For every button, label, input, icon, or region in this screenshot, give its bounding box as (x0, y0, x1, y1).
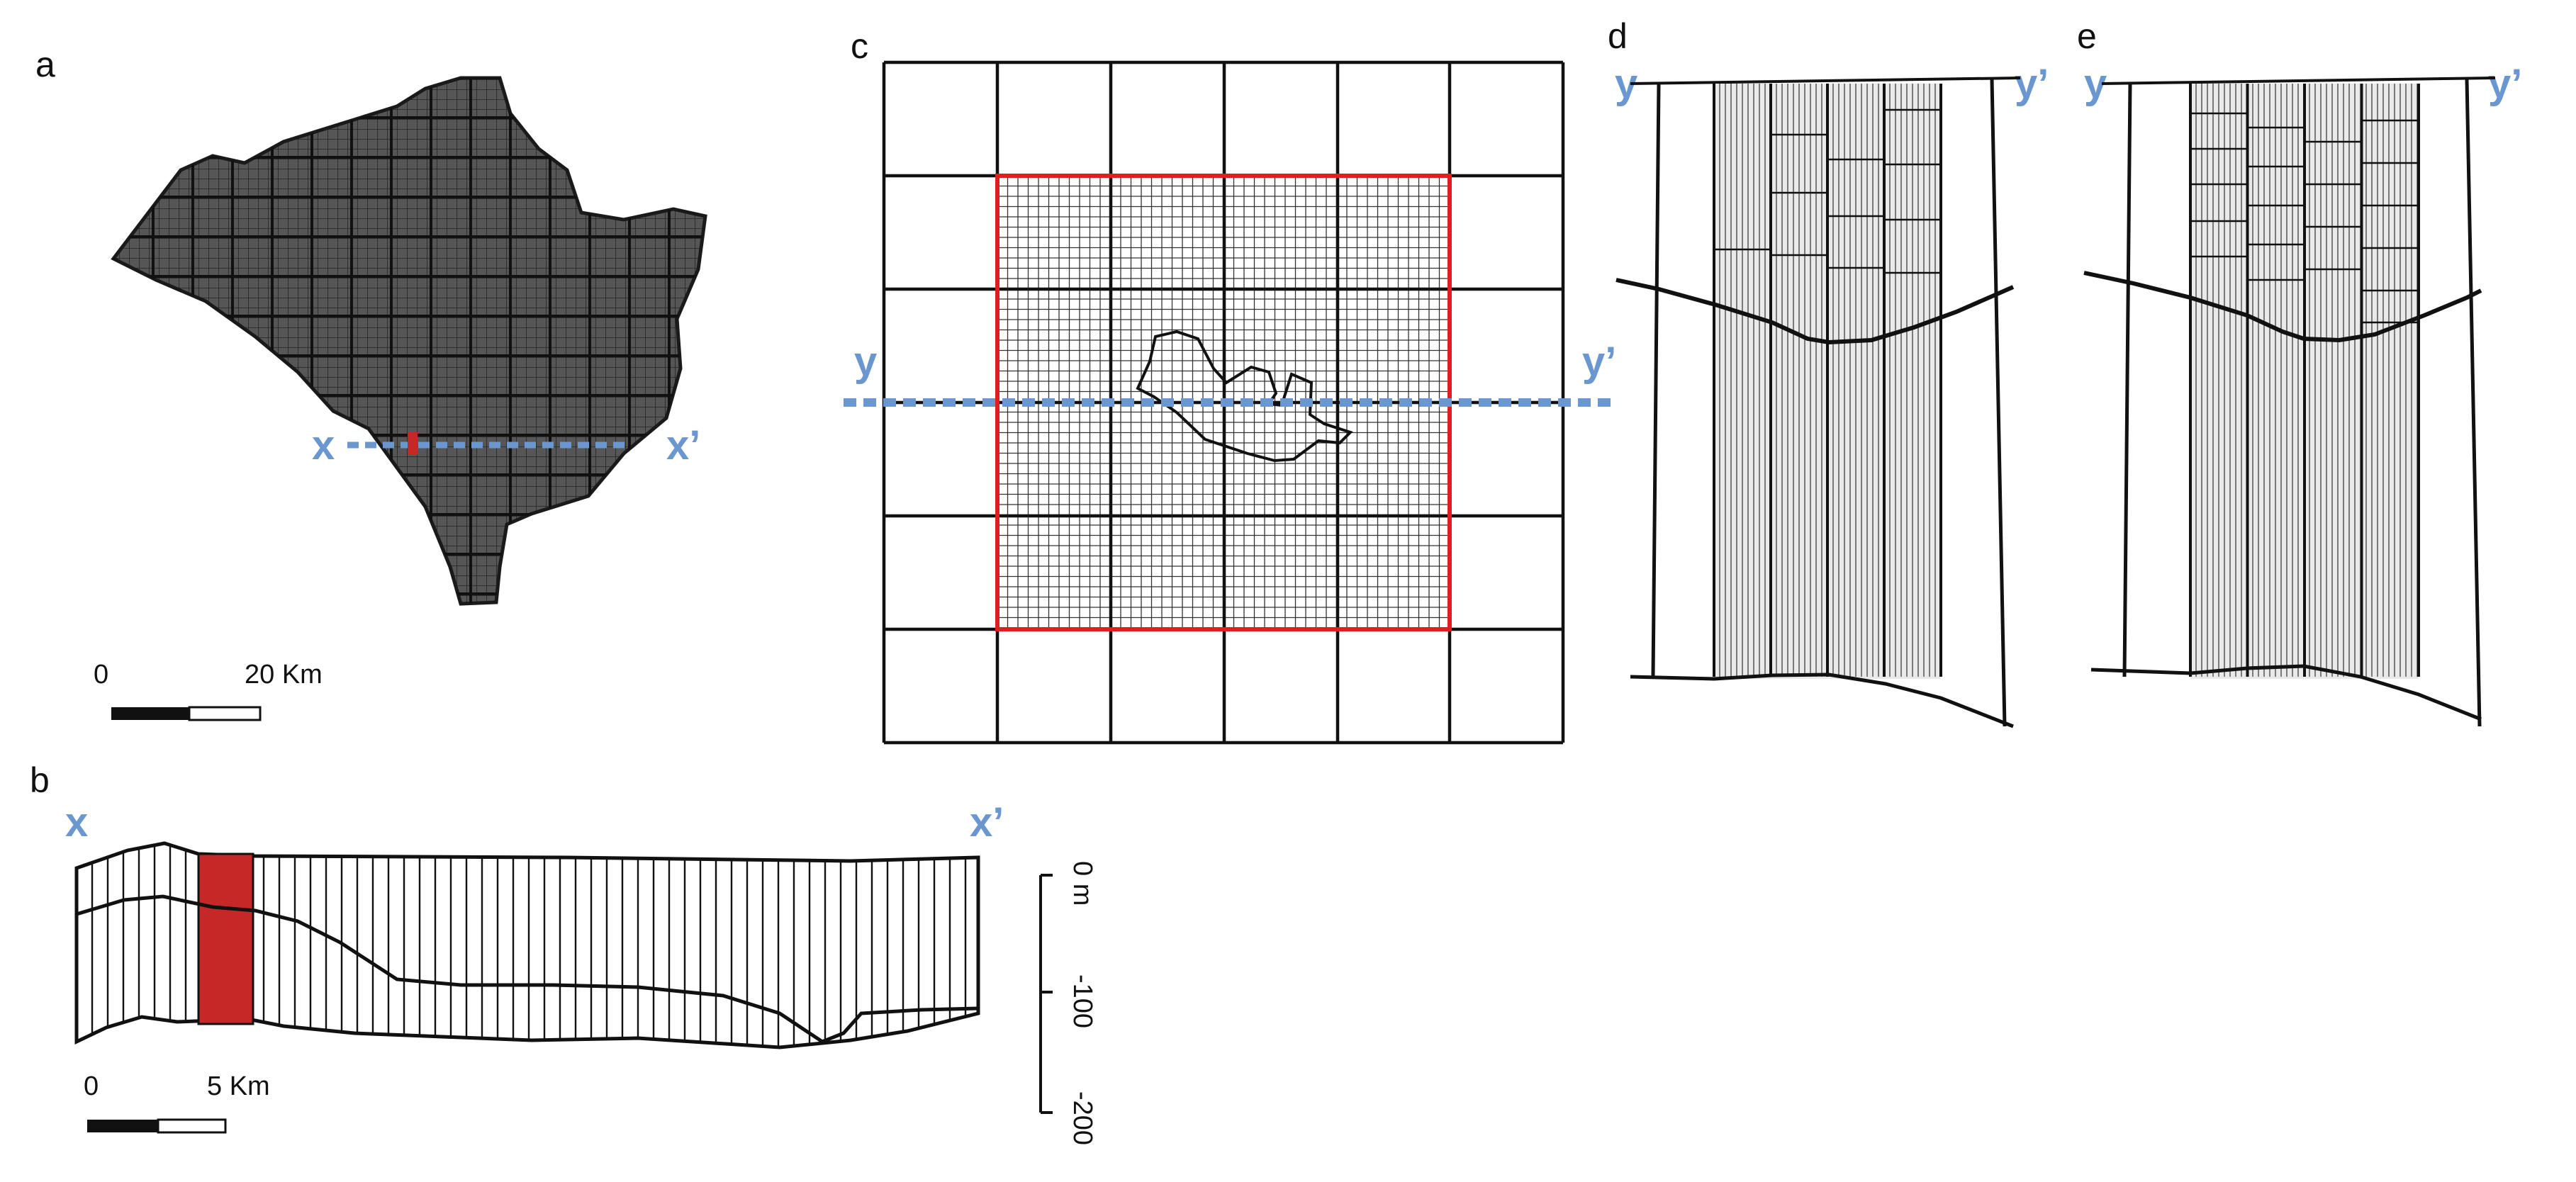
panel-e: e y y’ (2077, 16, 2522, 727)
depth-tick-100: -100 (1068, 974, 1097, 1028)
panel-label-b: b (30, 760, 50, 800)
panel-b: b x x’ 0 m -100 -200 0 5 Km (30, 760, 1097, 1145)
depth-tick-200: -200 (1068, 1091, 1097, 1145)
highlight-column-marker (408, 432, 418, 455)
panel-a: a x x’ 0 20 Km (35, 45, 707, 721)
label-x-prime-section: x’ (970, 799, 1004, 845)
section-column-lines (91, 843, 967, 1047)
vertical-slice-e (2083, 77, 2496, 727)
panel-c: c y y’ (844, 26, 1616, 745)
scalebar-b (87, 1118, 227, 1134)
scalebar-a (111, 706, 262, 721)
lake-outline (1136, 330, 1353, 463)
label-y-grid: y (854, 339, 877, 385)
scalebar-b-end: 5 Km (207, 1071, 270, 1101)
section-interface (76, 894, 979, 1044)
panel-label-d: d (1608, 16, 1628, 56)
vertical-slice-d (1615, 77, 2021, 728)
scalebar-b-start: 0 (84, 1071, 99, 1101)
panel-label-a: a (35, 45, 55, 84)
panel-d: d y y’ (1608, 16, 2049, 728)
depth-axis (1039, 874, 1053, 1114)
label-x-prime-map: x’ (666, 422, 700, 468)
scalebar-a-start: 0 (94, 660, 108, 690)
highlighted-column (197, 852, 254, 1025)
label-y-prime-grid: y’ (1582, 339, 1616, 385)
label-x-map: x (312, 422, 335, 468)
label-x-section: x (65, 799, 88, 845)
label-y-prime-panel-e: y’ (2488, 61, 2522, 107)
label-y-prime-panel-d: y’ (2015, 61, 2049, 107)
depth-tick-0: 0 m (1068, 861, 1097, 906)
panel-label-e: e (2077, 16, 2097, 56)
scalebar-a-end: 20 Km (245, 660, 323, 690)
panel-label-c: c (851, 26, 868, 66)
